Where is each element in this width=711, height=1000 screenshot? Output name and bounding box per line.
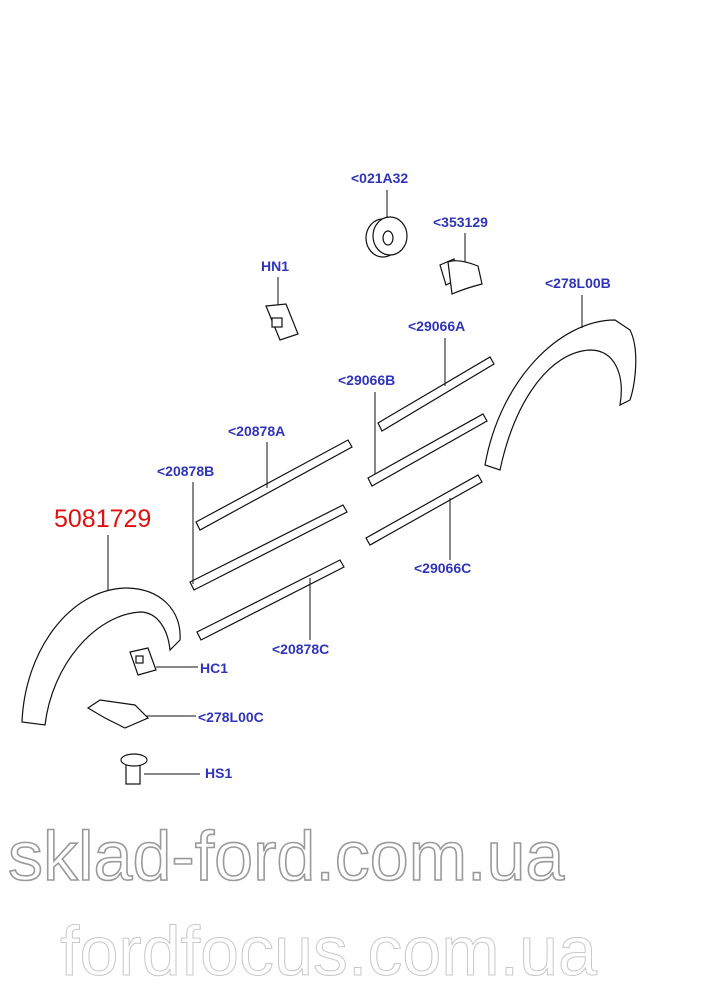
front-wheel-arch-part[interactable] xyxy=(21,587,181,726)
rear-wheel-arch-part[interactable] xyxy=(484,319,637,471)
strip-20878a-part[interactable] xyxy=(195,439,353,531)
strip-20878b-part[interactable] xyxy=(189,504,348,591)
strip-29066c-part[interactable] xyxy=(365,474,483,546)
clip-part[interactable] xyxy=(439,258,483,295)
nut-hn1-part[interactable] xyxy=(265,303,299,341)
label-278l00b[interactable]: <278L00B xyxy=(545,275,611,291)
strip-29066a-part[interactable] xyxy=(377,356,495,432)
nut-hc1-part[interactable] xyxy=(129,647,157,676)
strip-20878c-part[interactable] xyxy=(196,559,345,641)
label-hn1[interactable]: HN1 xyxy=(261,258,289,274)
label-hc1[interactable]: HC1 xyxy=(200,660,228,676)
watermark-main: sklad-ford.com.ua xyxy=(8,817,564,895)
strip-29066b-part[interactable] xyxy=(367,413,488,487)
bracket-part[interactable] xyxy=(86,699,150,729)
label-20878b[interactable]: <20878B xyxy=(157,463,214,479)
label-hs1[interactable]: HS1 xyxy=(205,765,232,781)
label-278l00c[interactable]: <278L00C xyxy=(198,709,264,725)
label-021a32[interactable]: <021A32 xyxy=(351,170,408,186)
washer-part[interactable] xyxy=(365,216,408,258)
label-20878a[interactable]: <20878A xyxy=(228,423,285,439)
label-353129[interactable]: <353129 xyxy=(433,214,488,230)
label-29066a[interactable]: <29066A xyxy=(408,318,465,334)
label-29066b[interactable]: <29066B xyxy=(338,372,395,388)
watermark-diagonal: fordfocus.com.ua xyxy=(60,912,597,990)
reference-number[interactable]: 5081729 xyxy=(54,505,151,533)
label-20878c[interactable]: <20878C xyxy=(272,641,329,657)
screw-hs1-part[interactable] xyxy=(120,753,148,785)
label-29066c[interactable]: <29066C xyxy=(414,560,471,576)
